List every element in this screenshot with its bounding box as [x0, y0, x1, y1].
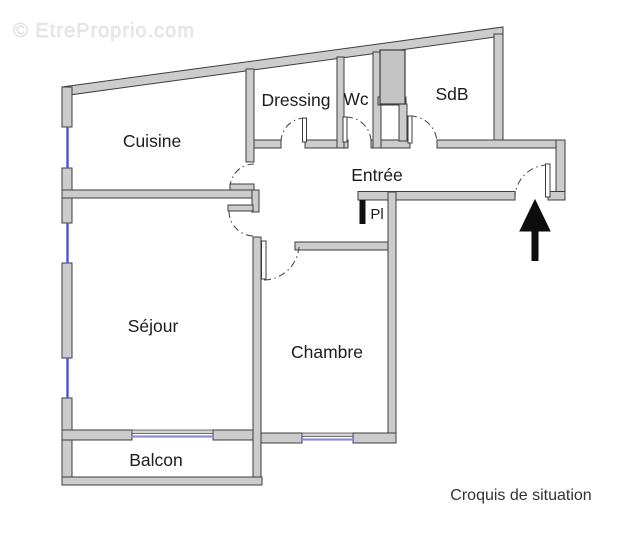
- chambre-window-sill: [301, 432, 354, 437]
- entrance-arrow-shaft: [531, 231, 539, 261]
- left-wall-mid2: [61, 262, 73, 359]
- wc-door-arc: [345, 116, 372, 143]
- room-label-entree: Entrée: [351, 165, 403, 185]
- sejour-bottom-wall-b: [212, 429, 254, 441]
- wc-door-leaf: [342, 116, 348, 143]
- entrance-door-arc: [514, 164, 549, 198]
- dressing-door-arc: [280, 117, 306, 143]
- sdb-door-arc: [409, 115, 438, 144]
- chambre-right-wall: [387, 191, 397, 444]
- entree-bottom-wall-b: [547, 191, 566, 201]
- room-label-cuisine: Cuisine: [123, 131, 181, 151]
- chambre-top-wall: [294, 241, 391, 251]
- chambre-door-leaf: [261, 240, 267, 280]
- left-wall-top: [61, 86, 73, 128]
- chambre-door-arc: [263, 246, 300, 281]
- balcon-bottom-wall: [61, 476, 263, 486]
- room-label-sejour: Séjour: [128, 316, 179, 336]
- chambre-bottom-wall-a: [260, 432, 303, 444]
- watermark: © EtreProprio.com: [13, 20, 195, 42]
- entrance-door-leaf: [545, 163, 551, 198]
- entree-bottom-wall-a: [357, 191, 516, 201]
- chambre-bottom-wall-b: [352, 432, 397, 444]
- left-wall-bottom: [61, 397, 73, 486]
- caption: Croquis de situation: [450, 487, 592, 504]
- room-label-placard: Pl: [370, 206, 383, 223]
- room-label-sdb: SdB: [435, 84, 468, 104]
- sejour-window-sill: [131, 429, 214, 434]
- entree-top-wall-b: [304, 139, 349, 149]
- door-jamb-wall: [251, 189, 260, 213]
- entrance-arrow-head: [519, 198, 551, 232]
- room-label-wc: Wc: [343, 89, 369, 109]
- duct-shaft: [379, 49, 406, 105]
- placard-door-leaf: [359, 200, 366, 224]
- sdb-door-leaf: [407, 115, 413, 144]
- room-label-balcon: Balcon: [129, 450, 183, 470]
- dressing-door-leaf: [302, 117, 307, 143]
- cuisine-dressing-wall: [245, 68, 255, 163]
- cuisine-bottom-wall: [61, 189, 258, 199]
- sejour-bottom-wall-a: [61, 429, 133, 441]
- room-label-dressing: Dressing: [261, 90, 330, 110]
- entree-top-wall-a: [253, 139, 282, 149]
- entree-top-wall-d: [436, 139, 566, 149]
- room-label-chambre: Chambre: [291, 342, 363, 362]
- wc-left-wall: [336, 56, 345, 149]
- sejour-door-arc: [228, 210, 255, 237]
- cuisine-door-leaf: [229, 183, 255, 191]
- right-wall-sdb: [493, 33, 504, 141]
- sejour-door-leaf: [227, 204, 254, 212]
- sdb-left-wall: [398, 103, 408, 142]
- entree-top-wall-c: [370, 139, 411, 149]
- sejour-chambre-wall: [252, 236, 262, 486]
